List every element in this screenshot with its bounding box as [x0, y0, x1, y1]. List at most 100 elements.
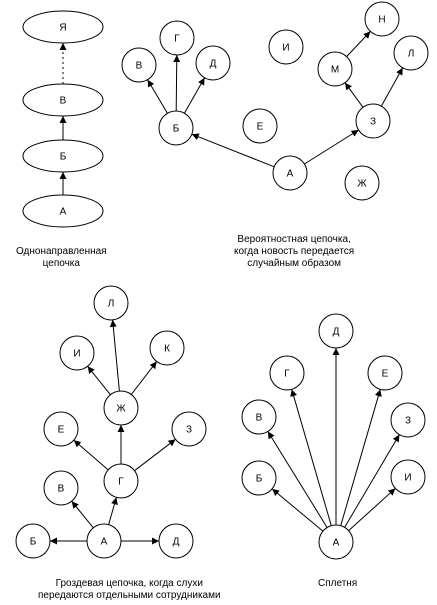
node-gossip-d: Д	[318, 313, 354, 349]
node-shape	[241, 460, 277, 496]
node-shape	[158, 110, 194, 146]
node-label: Д	[173, 537, 180, 548]
node-gossip-e: Е	[367, 355, 403, 391]
node-shape	[22, 194, 104, 228]
caption-line: Сплетня	[318, 578, 358, 589]
arrow-cluster-a-to-g	[108, 497, 118, 525]
arrow-probability-z-to-m	[344, 82, 364, 108]
node-cluster-zh: Ж	[103, 390, 139, 426]
node-shape	[195, 45, 231, 81]
node-shape	[269, 355, 305, 391]
node-cluster-z: З	[171, 411, 207, 447]
node-gossip-i: И	[390, 459, 426, 495]
node-label: Е	[58, 425, 65, 436]
node-probability-z: З	[355, 103, 391, 139]
arrow-probability-a-to-z	[304, 129, 359, 165]
caption-line: Вероятностная цепочка,	[237, 234, 351, 245]
node-shape	[317, 51, 353, 87]
node-label: А	[333, 538, 340, 549]
caption-probability-chain: Вероятностная цепочка, когда новость пер…	[234, 234, 354, 270]
node-probability-v: В	[121, 47, 157, 83]
node-label: А	[287, 169, 294, 180]
node-shape	[121, 47, 157, 83]
node-label: Е	[257, 122, 264, 133]
node-probability-b: Б	[158, 110, 194, 146]
arrow-cluster-g-to-e	[73, 439, 109, 471]
node-probability-zh: Ж	[344, 165, 380, 201]
node-gossip-g: Г	[269, 355, 305, 391]
node-gossip-b: Б	[241, 460, 277, 496]
node-probability-n: Н	[364, 1, 400, 37]
caption-line: случайным образом	[247, 258, 341, 269]
node-probability-g: Г	[159, 20, 195, 56]
node-shape	[159, 20, 195, 56]
node-label: В	[58, 484, 65, 495]
node-shape	[344, 165, 380, 201]
arrow-gossip-a-to-i	[348, 488, 396, 531]
node-cluster-i: И	[59, 335, 95, 371]
node-cluster-l: Л	[93, 285, 129, 321]
node-shape	[272, 155, 308, 191]
node-shape	[158, 523, 194, 559]
node-shape	[364, 1, 400, 37]
node-label: А	[60, 207, 67, 218]
caption-line: Гроздевая цепочка, когда слухи	[55, 578, 203, 589]
arrow-probability-b-to-d	[183, 77, 206, 114]
caption-cluster-chain: Гроздевая цепочка, когда слухи передаютс…	[38, 578, 221, 602]
arrow-probability-m-to-n	[346, 31, 371, 57]
node-label: Ж	[116, 404, 126, 415]
node-label: З	[370, 117, 376, 128]
node-probability-d: Д	[195, 45, 231, 81]
node-shape	[103, 390, 139, 426]
node-shape	[318, 524, 354, 560]
node-shape	[367, 355, 403, 391]
arrow-cluster-g-to-z	[134, 438, 176, 472]
node-shape	[318, 313, 354, 349]
node-label: И	[404, 473, 411, 484]
arrow-gossip-a-to-v	[267, 431, 328, 528]
node-shape	[86, 523, 122, 559]
node-shape	[43, 470, 79, 506]
node-label: А	[101, 537, 108, 548]
node-shape	[355, 103, 391, 139]
caption-single-chain: Однонаправленная цепочка	[16, 246, 107, 270]
caption-line: передаются отдельными сотрудниками	[38, 590, 221, 601]
node-label: Г	[118, 477, 124, 488]
arrow-cluster-zh-to-k	[130, 361, 158, 395]
node-shape	[241, 399, 277, 435]
node-label: Е	[382, 369, 389, 380]
node-probability-l: Л	[393, 35, 429, 71]
node-cluster-a: А	[86, 523, 122, 559]
node-label: Б	[256, 474, 263, 485]
node-label: Б	[60, 152, 67, 163]
node-shape	[390, 459, 426, 495]
node-label: Г	[174, 34, 180, 45]
node-label: З	[405, 416, 411, 427]
node-shape	[43, 411, 79, 447]
arrow-gossip-a-to-b	[271, 488, 324, 532]
node-label: Л	[408, 49, 415, 60]
node-label: В	[136, 61, 143, 72]
node-label: В	[60, 96, 67, 107]
node-shape	[171, 411, 207, 447]
node-label: К	[164, 344, 170, 355]
node-probability-m: М	[317, 51, 353, 87]
node-label: Ж	[357, 179, 367, 190]
node-probability-e: Е	[242, 108, 278, 144]
node-label: И	[73, 349, 80, 360]
caption-gossip: Сплетня	[318, 578, 357, 590]
arrow-gossip-a-to-e	[340, 389, 382, 526]
node-label: Б	[173, 124, 180, 135]
node-single-b: Б	[22, 139, 104, 173]
node-gossip-z: З	[390, 402, 426, 438]
arrow-probability-a-to-b	[191, 133, 275, 168]
edges-layer	[50, 31, 404, 545]
node-shape	[268, 29, 304, 65]
node-shape	[149, 330, 185, 366]
node-shape	[22, 139, 104, 173]
